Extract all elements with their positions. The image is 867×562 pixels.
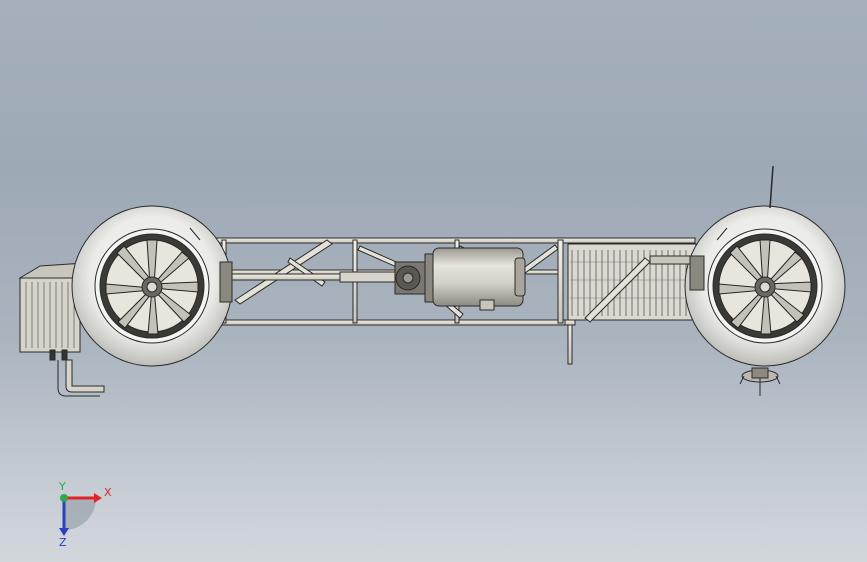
electric-motor	[424, 247, 526, 311]
drive-shaft	[231, 261, 426, 295]
coordinate-triad: X Y Z	[58, 480, 112, 548]
front-wheel[interactable]	[71, 205, 233, 367]
x-arrow-head-icon	[94, 493, 102, 503]
z-arrow-head-icon	[59, 528, 69, 536]
rear-cooler-block	[567, 243, 697, 323]
y-axis-dot	[60, 494, 68, 502]
front-radiator	[18, 261, 105, 397]
triad-shade	[64, 498, 96, 530]
rear-lower-bracket	[739, 367, 781, 396]
rear-wheel[interactable]	[649, 205, 846, 367]
antenna	[769, 165, 774, 209]
x-axis-label: X	[104, 486, 112, 499]
y-axis-label: Y	[58, 480, 66, 493]
z-axis-label: Z	[59, 536, 67, 548]
